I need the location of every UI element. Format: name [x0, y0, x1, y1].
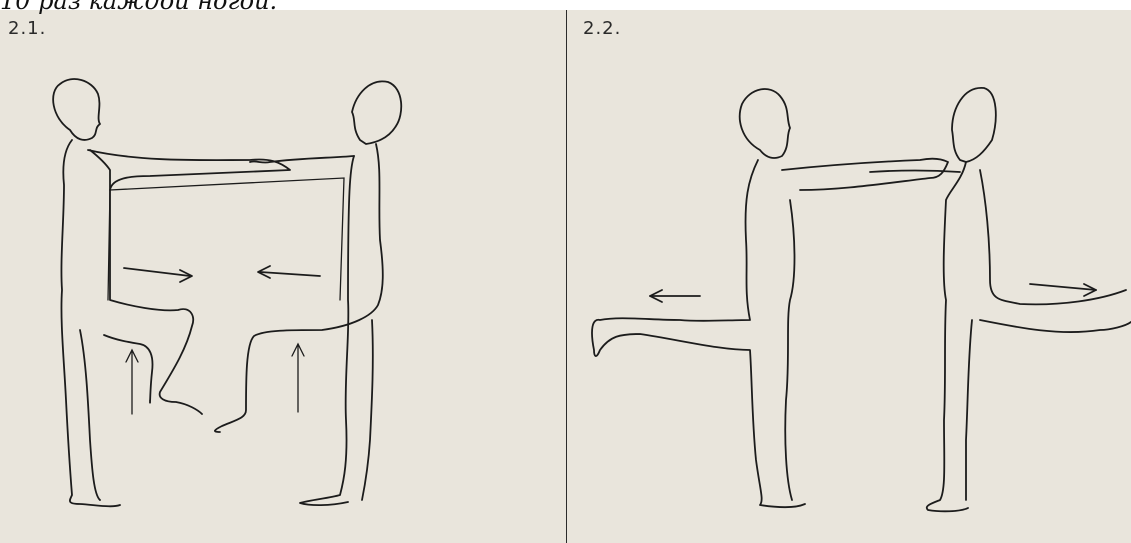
- figure-2-body: [215, 144, 383, 505]
- seat-box: [108, 178, 344, 300]
- figure-3-arm: [782, 159, 948, 190]
- figure-4-body: [927, 162, 1131, 511]
- figure-1-head: [53, 79, 100, 140]
- figure-1-body: [61, 140, 202, 506]
- figure-4-arm: [870, 171, 960, 173]
- figure-3-head: [740, 89, 790, 158]
- figure-2-head: [352, 81, 401, 144]
- figure-1-arm: [88, 150, 290, 190]
- arrow-left-1: [260, 272, 320, 276]
- figure-3-body: [592, 160, 805, 507]
- figure-4-head: [952, 88, 996, 162]
